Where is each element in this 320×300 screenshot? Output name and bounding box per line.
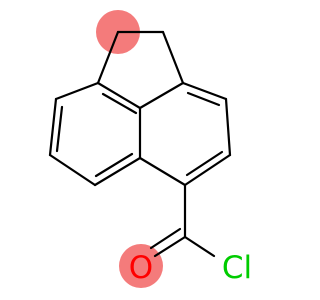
- bond: [186, 91, 221, 107]
- bond: [48, 153, 97, 187]
- bond: [183, 153, 232, 187]
- bond: [54, 81, 100, 101]
- bond: [96, 81, 142, 110]
- oxygen-highlight: [119, 244, 163, 288]
- structure-diagram: O Cl: [48, 10, 252, 288]
- bond: [138, 156, 187, 187]
- bond: [181, 81, 228, 101]
- bond: [101, 92, 138, 115]
- bond: [94, 152, 134, 178]
- oxygen-label: O: [129, 250, 153, 286]
- bond: [96, 30, 120, 85]
- bond: [161, 30, 185, 85]
- bond: [149, 227, 182, 250]
- bond: [93, 156, 142, 187]
- chlorine-label: Cl: [222, 250, 252, 286]
- bond: [224, 97, 232, 157]
- bond: [48, 97, 58, 157]
- bond: [153, 235, 187, 258]
- molecule-canvas: O Cl: [48, 10, 252, 288]
- bond: [55, 105, 64, 153]
- bond: [185, 150, 224, 177]
- bond: [138, 81, 185, 110]
- bond: [183, 235, 216, 258]
